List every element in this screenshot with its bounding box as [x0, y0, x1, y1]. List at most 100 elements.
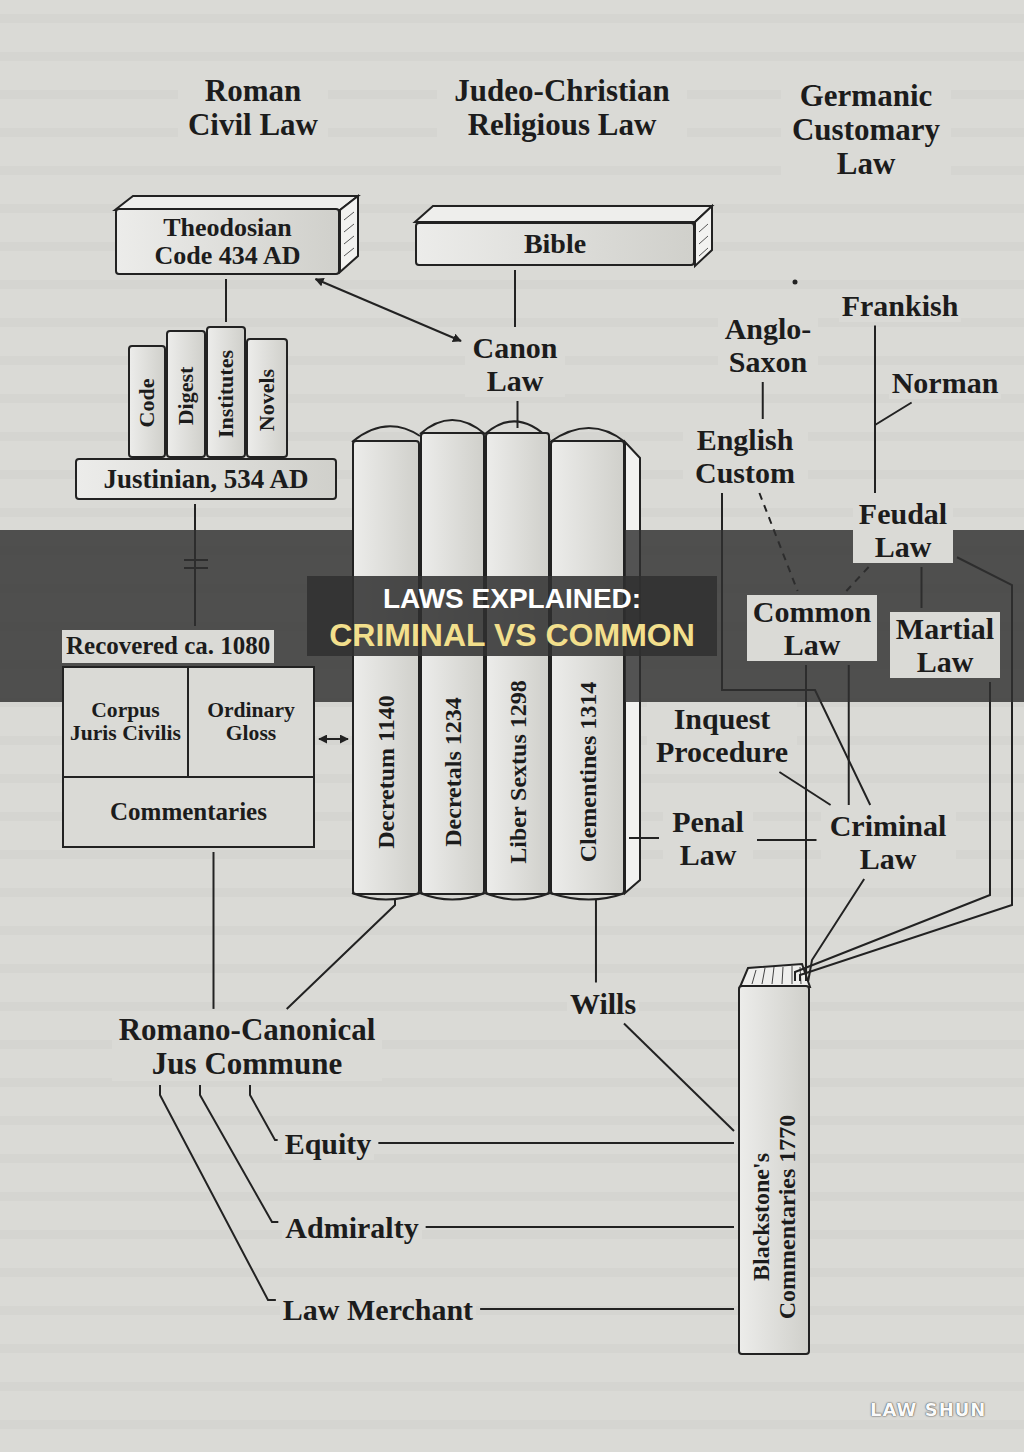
connector — [762, 382, 764, 419]
table-cell: Ordinary Gloss — [189, 668, 313, 778]
connector — [624, 1024, 734, 1131]
book-spine: Blackstone's Commentaries 1770 — [738, 985, 810, 1355]
banner-title: LAWS EXPLAINED: CRIMINAL VS COMMON — [307, 576, 717, 657]
law-label: Romano-Canonical Jus Commune — [112, 1013, 382, 1081]
connector — [514, 270, 516, 327]
label-text: Decretum 1140 — [373, 695, 399, 849]
connector — [595, 899, 597, 983]
connector — [160, 1085, 276, 1300]
law-label: Equity — [282, 1127, 375, 1160]
label-text: Justinian, 534 AD — [104, 465, 309, 493]
label-text: Anglo-Saxon — [721, 312, 815, 378]
law-label: Inquest Procedure — [647, 702, 797, 768]
law-label: Canon Law — [465, 331, 565, 397]
connector — [213, 852, 215, 1009]
book-spine: Clementines 1314 — [550, 440, 625, 895]
label-text: Canon Law — [468, 331, 562, 397]
connector — [517, 401, 519, 428]
label-text: Blackstone's Commentaries 1770 — [748, 1092, 801, 1342]
connector — [757, 839, 817, 841]
book-spine: Digest — [166, 330, 206, 458]
label-text: Digest — [174, 367, 198, 426]
law-label: Anglo-Saxon — [718, 312, 818, 378]
law-label: Common Law — [747, 595, 877, 661]
book-spine: Institutes — [206, 326, 246, 458]
label-text: Liber Sextus 1298 — [504, 680, 530, 864]
page-lines — [752, 966, 801, 984]
connector — [629, 837, 659, 839]
dot — [793, 280, 798, 285]
source-table: Recovered ca. 1080Corpus Juris CivilisOr… — [62, 630, 315, 848]
law-label: Penal Law — [663, 805, 753, 871]
label-text: Novels — [255, 369, 279, 431]
connector — [200, 1085, 278, 1222]
label-text: Roman Civil Law — [181, 74, 325, 142]
law-label: Feudal Law — [853, 497, 953, 563]
tradition-heading: Roman Civil Law — [178, 74, 328, 142]
book-spine: Decretals 1234 — [420, 432, 485, 895]
law-label: Law Merchant — [280, 1293, 476, 1326]
label-text: Commentaries — [110, 799, 267, 825]
connector — [287, 899, 395, 1009]
table-cell: Corpus Juris Civilis — [64, 668, 189, 778]
label-text: Ordinary Gloss — [191, 699, 311, 744]
connector — [795, 682, 990, 981]
book-spine: Liber Sextus 1298 — [485, 432, 550, 895]
label-text: Common Law — [750, 595, 874, 661]
book-cover: Bible — [415, 222, 695, 266]
watermark: LAW SHUN — [870, 1399, 986, 1420]
connector — [808, 879, 864, 981]
label-text: Equity — [285, 1127, 372, 1160]
book-pages — [695, 206, 712, 266]
book-spine: Code — [128, 345, 166, 458]
connector — [250, 1085, 278, 1140]
connector — [805, 665, 807, 981]
connector — [378, 1142, 734, 1144]
label-text: Theodosian Code 434 AD — [148, 214, 308, 269]
law-label: Frankish — [839, 289, 962, 322]
label-text: Admiralty — [285, 1211, 418, 1244]
label-text: Frankish — [842, 289, 959, 322]
label-text: Corpus Juris Civilis — [66, 699, 185, 744]
table-heading: Recovered ca. 1080 — [62, 630, 274, 663]
label-text: Code — [135, 379, 159, 428]
label-text: Institutes — [214, 350, 238, 438]
label-text: Decretals 1234 — [439, 697, 465, 847]
law-label: Norman — [889, 366, 1002, 399]
connector — [875, 403, 912, 494]
label-text: Inquest Procedure — [650, 702, 794, 768]
connector — [426, 1226, 734, 1228]
law-label: English Custom — [683, 423, 808, 489]
book-spine: Decretum 1140 — [352, 440, 420, 895]
label-text: Romano-Canonical Jus Commune — [115, 1013, 379, 1081]
book-cover: Theodosian Code 434 AD — [115, 208, 340, 275]
label-text: Norman — [892, 366, 999, 399]
label-text: Law Merchant — [283, 1293, 473, 1326]
label-text: Wills — [570, 987, 636, 1020]
book-spine: Novels — [246, 338, 288, 458]
label-text: Martial Law — [893, 612, 997, 678]
label-text: Penal Law — [666, 805, 750, 871]
law-label: Wills — [567, 987, 639, 1020]
connector — [480, 1308, 734, 1310]
label-text: Judeo-Christian Religious Law — [440, 74, 684, 142]
tradition-heading: Germanic Customary Law — [781, 79, 951, 181]
connector — [319, 738, 348, 740]
tradition-heading: Judeo-Christian Religious Law — [437, 74, 687, 142]
book-pages — [340, 196, 358, 272]
label-text: Criminal Law — [824, 809, 953, 875]
law-label: Admiralty — [282, 1211, 421, 1244]
label-text: Clementines 1314 — [574, 682, 600, 863]
law-label: Martial Law — [890, 612, 1000, 678]
label-text: Bible — [524, 229, 586, 258]
connector — [225, 279, 227, 322]
label-text: Feudal Law — [856, 497, 950, 563]
table-cell: Commentaries — [64, 778, 313, 846]
page-lines — [344, 212, 354, 256]
label-text: English Custom — [686, 423, 805, 489]
shelf-base: Justinian, 534 AD — [75, 458, 337, 500]
connector — [316, 279, 461, 341]
label-text: Germanic Customary Law — [784, 79, 948, 181]
